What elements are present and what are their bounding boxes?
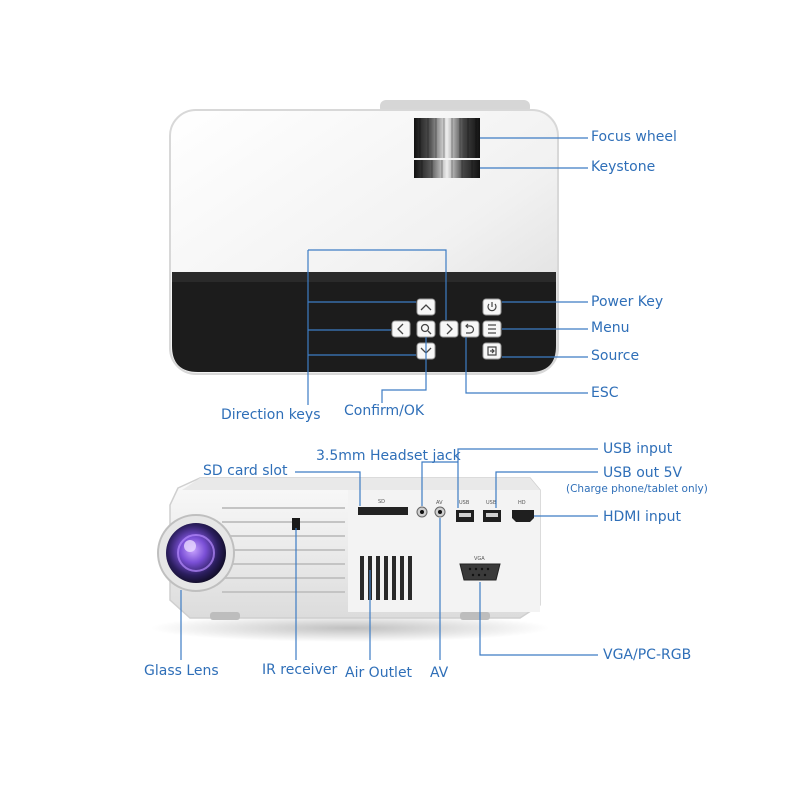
esc-key — [460, 320, 480, 338]
label-power-key: Power Key — [591, 294, 664, 310]
port-mark-usb2: USB — [486, 500, 497, 506]
label-ir-receiver: IR receiver — [262, 662, 338, 678]
sd-slot — [358, 507, 408, 515]
back-icon — [466, 325, 475, 334]
label-headset-jack: 3.5mm Headset jack — [316, 448, 461, 464]
label-focus-wheel: Focus wheel — [591, 129, 677, 145]
label-sd-card-slot: SD card slot — [203, 463, 288, 479]
glass-lens — [166, 523, 226, 583]
port-mark-vga: VGA — [474, 556, 485, 562]
port-mark-usb1: USB — [459, 500, 470, 506]
port-mark-sd: SD — [378, 499, 385, 505]
black-panel — [172, 272, 556, 372]
label-usb-input: USB input — [603, 441, 673, 457]
keystone-wheel — [414, 160, 480, 178]
label-keystone: Keystone — [591, 159, 656, 175]
label-av: AV — [430, 665, 449, 681]
label-vga: VGA/PC-RGB — [603, 647, 692, 663]
focus-wheel — [414, 118, 480, 158]
up-arrow-icon — [420, 304, 432, 311]
source-icon — [487, 346, 497, 356]
label-usb-out-note: (Charge phone/tablet only) — [566, 483, 708, 495]
power-icon — [487, 303, 497, 312]
projector-top-view — [169, 100, 559, 375]
right-arrow-icon — [446, 323, 453, 335]
label-source: Source — [591, 348, 640, 364]
label-air-outlet: Air Outlet — [345, 665, 413, 681]
label-hdmi-input: HDMI input — [603, 509, 681, 525]
label-esc: ESC — [591, 385, 619, 401]
label-direction-keys: Direction keys — [221, 407, 321, 423]
label-confirm-ok: Confirm/OK — [344, 403, 425, 419]
hdmi-port — [512, 510, 534, 522]
vga-port — [459, 563, 501, 581]
top-callout-lines — [307, 137, 588, 405]
label-menu: Menu — [591, 320, 630, 336]
ir-receiver-window — [292, 518, 300, 530]
label-usb-out: USB out 5V — [603, 465, 683, 481]
label-glass-lens: Glass Lens — [144, 663, 219, 679]
left-arrow-icon — [397, 323, 404, 335]
bottom-callout-lines — [180, 448, 598, 660]
ok-search-icon — [420, 323, 430, 333]
port-mark-av: AV — [436, 500, 443, 506]
projector-front-view — [150, 477, 550, 642]
port-mark-hdmi: HD — [518, 500, 526, 506]
